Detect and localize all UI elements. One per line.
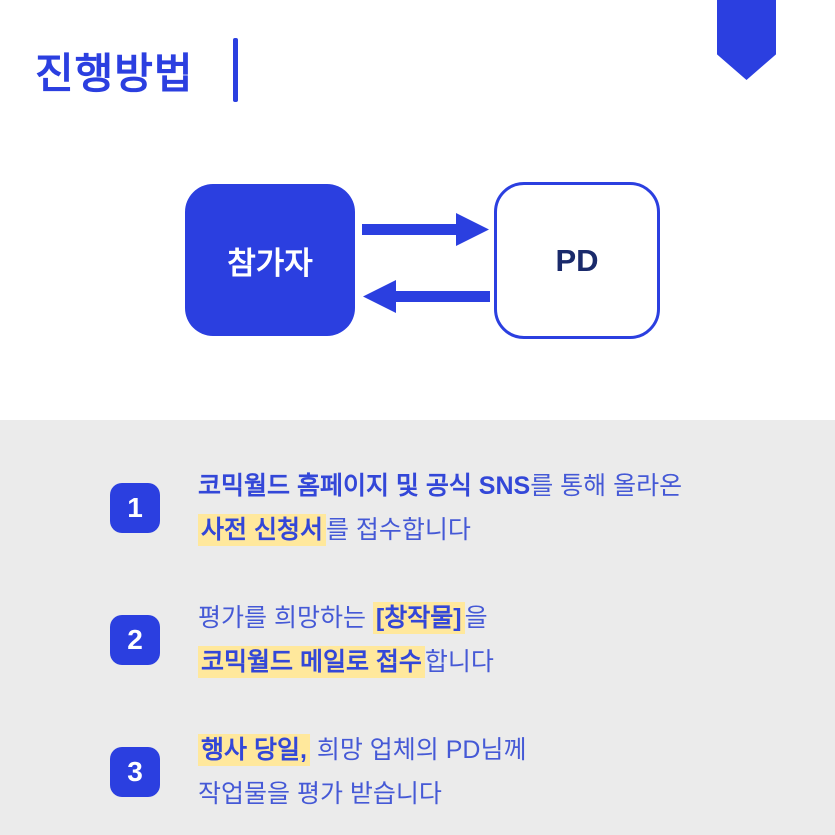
arrow-left-icon: [363, 280, 490, 313]
step-3-badge: 3: [110, 747, 160, 797]
diagram-box-participant: 참가자: [185, 184, 355, 336]
step-2-line2-rest: 합니다: [424, 648, 494, 676]
step-3-rest: 희망 업체의 PD님께: [309, 736, 527, 764]
step-1-rest: 를 통해 올라온: [530, 472, 683, 500]
step-1-badge: 1: [110, 483, 160, 533]
step-2-highlight: [창작물]: [372, 602, 465, 634]
step-2-rest: 을: [464, 604, 488, 632]
step-2-pre: 평가를 희망하는: [198, 604, 373, 632]
step-3-line-2: 작업물을 평가 받습니다: [198, 780, 442, 808]
flow-arrows: [362, 213, 490, 313]
step-2-line2-highlight: 코믹월드 메일로 접수: [198, 646, 425, 678]
arrow-right-icon: [362, 213, 489, 246]
diagram-box-pd: PD: [494, 182, 660, 339]
step-1-line-1: 코믹월드 홈페이지 및 공식 SNS를 통해 올라온: [198, 464, 682, 508]
participant-label: 참가자: [227, 245, 313, 281]
pd-label: PD: [555, 242, 599, 278]
bookmark-ribbon-icon: [717, 0, 776, 80]
page-title: 진행방법: [35, 50, 194, 97]
step-2-badge: 2: [110, 615, 160, 665]
step-1-bold: 코믹월드 홈페이지 및 공식 SNS: [198, 472, 531, 500]
step-2-line-1: 평가를 희망하는 [창작물]을: [198, 596, 494, 640]
step-1-line2-rest: 를 접수합니다: [325, 516, 471, 544]
step-3-highlight: 행사 당일,: [198, 734, 310, 766]
step-1-highlight: 사전 신청서: [198, 514, 326, 546]
title-divider: [233, 38, 238, 102]
step-3-text: 행사 당일, 희망 업체의 PD님께 작업물을 평가 받습니다: [198, 728, 526, 816]
step-3: 3 행사 당일, 희망 업체의 PD님께 작업물을 평가 받습니다: [110, 728, 835, 816]
step-3-line-1: 행사 당일, 희망 업체의 PD님께: [198, 728, 526, 772]
